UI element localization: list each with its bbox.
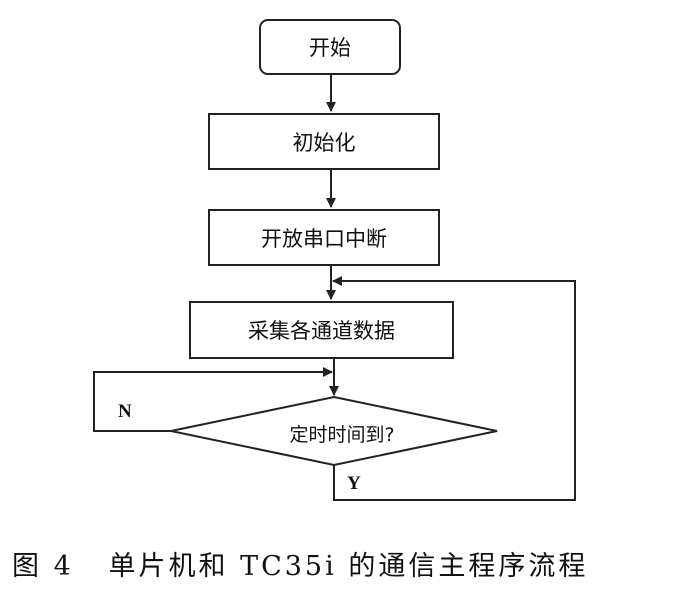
- yes-loop-line: [332, 276, 576, 501]
- collect-data-label: 采集各通道数据: [248, 319, 395, 343]
- start-terminal: 开始: [259, 19, 401, 75]
- decision-label: 定时时间到?: [289, 423, 395, 446]
- serial-interrupt-label: 开放串口中断: [261, 226, 387, 251]
- init-process-box: 初始化: [208, 113, 440, 170]
- yes-branch-label: Y: [347, 473, 361, 494]
- serial-interrupt-box: 开放串口中断: [208, 209, 440, 266]
- init-label: 初始化: [292, 130, 356, 155]
- start-label: 开始: [309, 36, 351, 60]
- no-branch-label: N: [118, 401, 132, 422]
- figure-caption: 图 4 单片机和 TC35i 的通信主程序流程: [12, 551, 589, 582]
- no-loop-line: [93, 367, 333, 432]
- collect-data-box: 采集各通道数据: [189, 301, 454, 359]
